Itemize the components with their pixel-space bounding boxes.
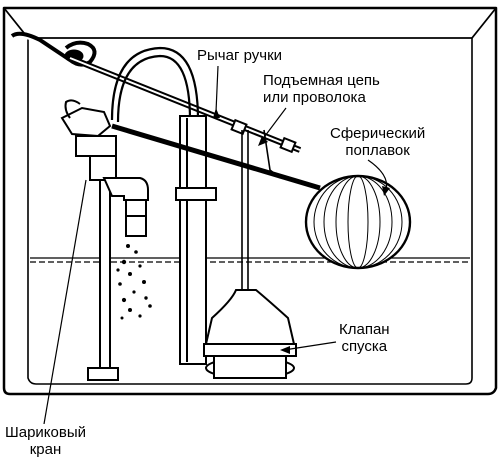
- water-spray: [116, 244, 152, 320]
- ballcock-label-line2: кран: [29, 441, 62, 458]
- overflow-pipe: [175, 115, 217, 365]
- water-line: [30, 257, 470, 263]
- float-label-line1: Сферический: [330, 125, 426, 142]
- float-label-line2: поплавок: [345, 142, 410, 159]
- lift-wire: [241, 129, 281, 290]
- spherical-float: [304, 174, 412, 270]
- lever-label: Рычаг ручки: [196, 47, 284, 64]
- ballcock-label: Шариковый кран: [4, 424, 88, 458]
- float-label: Сферический поплавок: [329, 125, 427, 159]
- lift-chain-label: Подъемная цепь или проволока: [262, 72, 381, 106]
- ballcock-assembly: [60, 99, 149, 381]
- flush-valve-label-line1: Клапан: [339, 321, 390, 338]
- lever-label-text: Рычаг ручки: [197, 47, 283, 64]
- flush-valve-label-line2: спуска: [341, 338, 388, 355]
- ballcock-label-line1: Шариковый: [5, 424, 87, 441]
- lift-chain-label-line1: Подъемная цепь: [263, 72, 380, 89]
- refill-tube: [110, 46, 200, 180]
- flush-valve-label: Клапан спуска: [338, 321, 391, 355]
- leader-arrowheads: [213, 108, 390, 354]
- float-arm: [111, 123, 321, 191]
- tank-outline: [2, 6, 498, 396]
- lift-chain-label-line2: или проволока: [263, 89, 366, 106]
- flush-valve: [203, 289, 297, 379]
